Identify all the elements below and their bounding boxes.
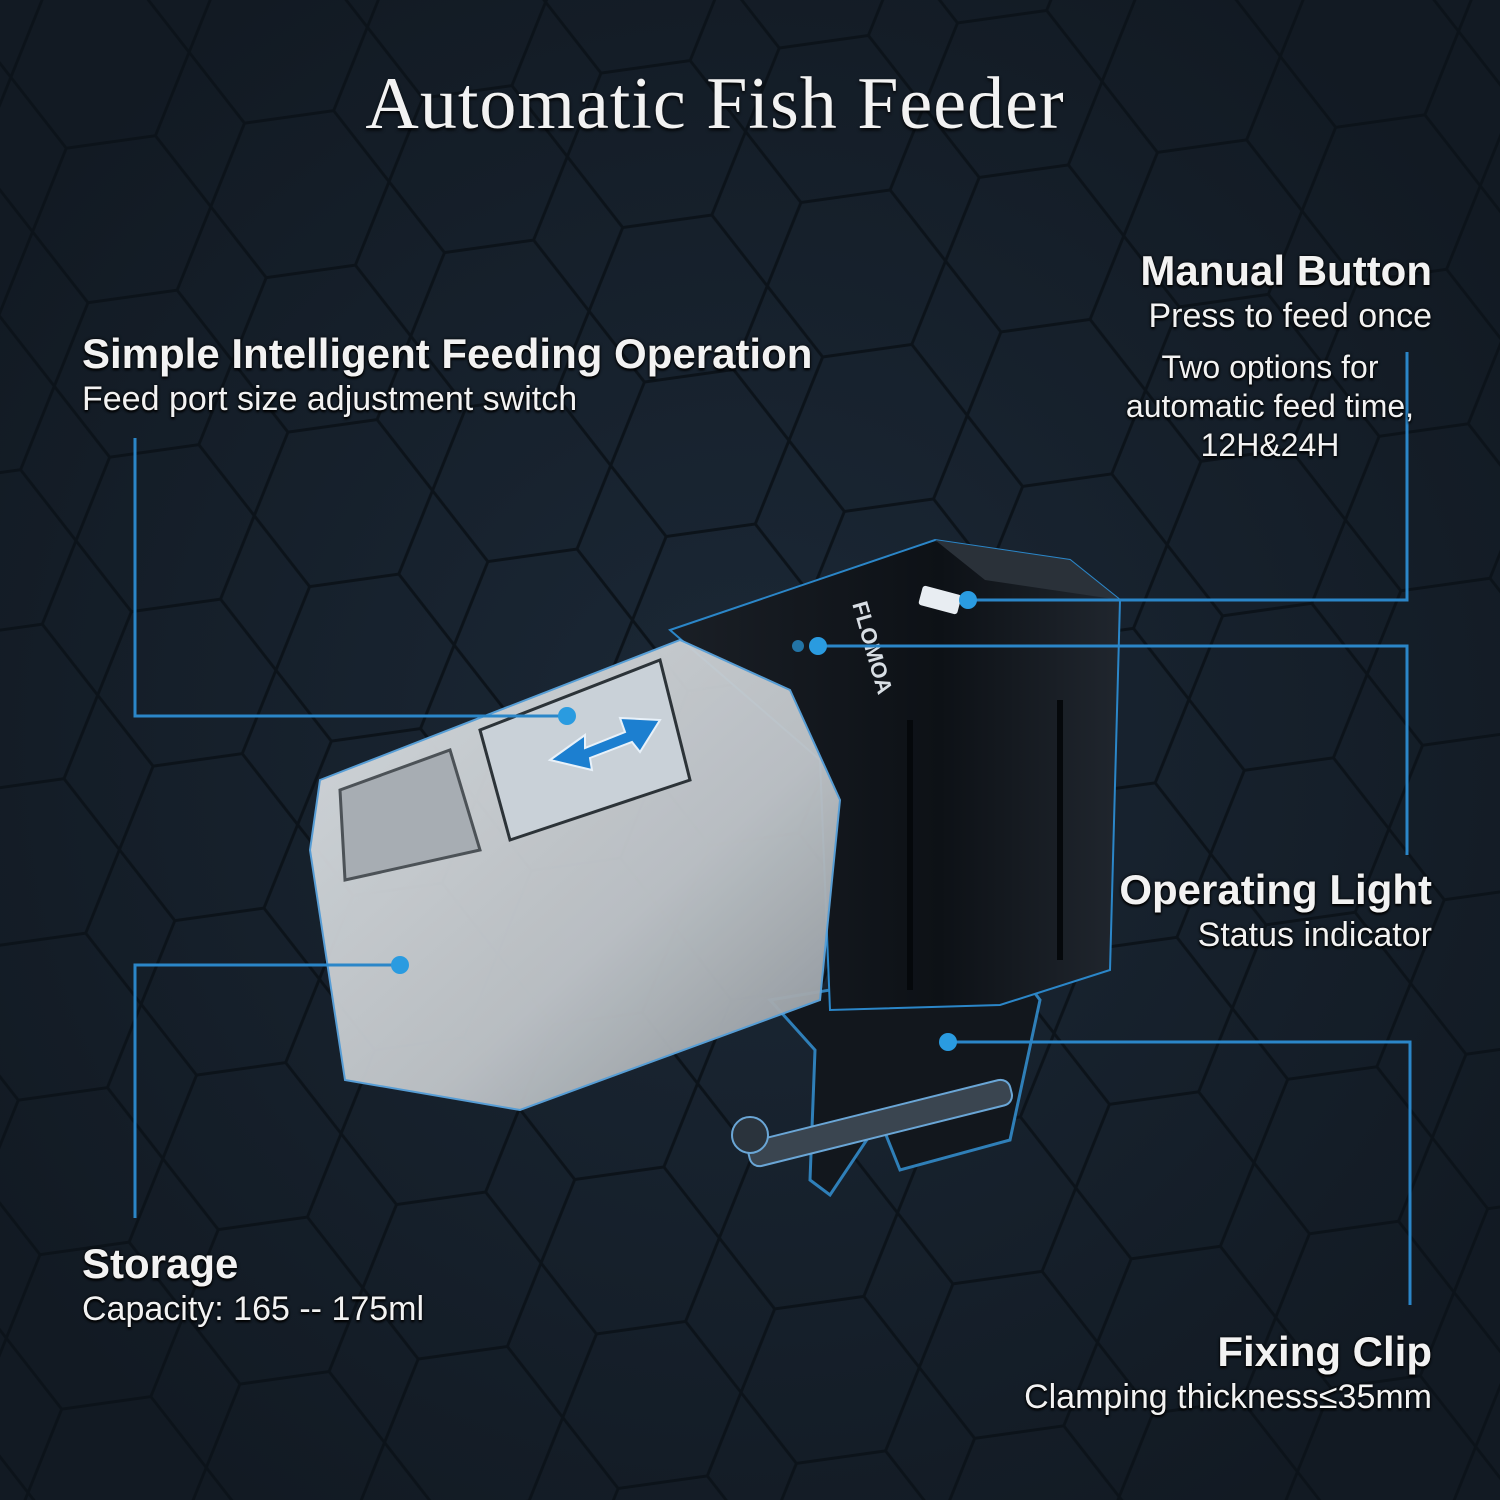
- manual-line: [968, 352, 1409, 602]
- light-line: [818, 644, 1409, 855]
- storage-hopper-graphic: [308, 638, 842, 1112]
- clip-heading: Fixing Clip: [1217, 1328, 1432, 1375]
- clip-dot: [939, 1033, 957, 1051]
- manual-button-graphic: [918, 585, 962, 615]
- manual-dot: [959, 591, 977, 609]
- callout-manual-button: Manual Button Press to feed once: [1140, 247, 1432, 337]
- fixing-clip-graphic: [731, 958, 1042, 1198]
- manual-detail-2: automatic feed time,: [1125, 388, 1415, 424]
- feeding-sub: Feed port size adjustment switch: [82, 380, 578, 418]
- device-body-graphic: FLOMOA: [668, 538, 1122, 1012]
- manual-sub: Press to feed once: [1148, 297, 1432, 335]
- callout-storage: Storage Capacity: 165 -- 175ml: [82, 1240, 424, 1330]
- storage-heading: Storage: [82, 1240, 239, 1287]
- clip-line: [948, 1040, 1412, 1305]
- callout-feeding-operation: Simple Intelligent Feeding Operation Fee…: [82, 330, 812, 420]
- callout-operating-light: Operating Light Status indicator: [1119, 866, 1432, 956]
- manual-detail-3: 12H&24H: [1200, 427, 1340, 463]
- double-arrow-icon: [547, 716, 662, 772]
- storage-line: [133, 963, 400, 1218]
- callout-dots: [391, 591, 977, 1051]
- page-title: Automatic Fish Feeder: [365, 63, 1065, 145]
- storage-sub: Capacity: 165 -- 175ml: [82, 1290, 425, 1328]
- feeding-dot: [558, 707, 576, 725]
- manual-heading: Manual Button: [1140, 247, 1432, 294]
- light-heading: Operating Light: [1119, 866, 1432, 913]
- callout-manual-detail: Two options for automatic feed time, 12H…: [1100, 348, 1440, 465]
- callout-lines: [133, 352, 1412, 1305]
- feeding-line: [133, 438, 567, 718]
- feeding-heading: Simple Intelligent Feeding Operation: [82, 330, 813, 377]
- clip-sub: Clamping thickness≤35mm: [1024, 1378, 1432, 1416]
- callout-fixing-clip: Fixing Clip Clamping thickness≤35mm: [1024, 1328, 1432, 1418]
- light-dot: [809, 637, 827, 655]
- storage-dot: [391, 956, 409, 974]
- manual-detail-1: Two options for: [1161, 349, 1379, 385]
- light-sub: Status indicator: [1197, 916, 1432, 954]
